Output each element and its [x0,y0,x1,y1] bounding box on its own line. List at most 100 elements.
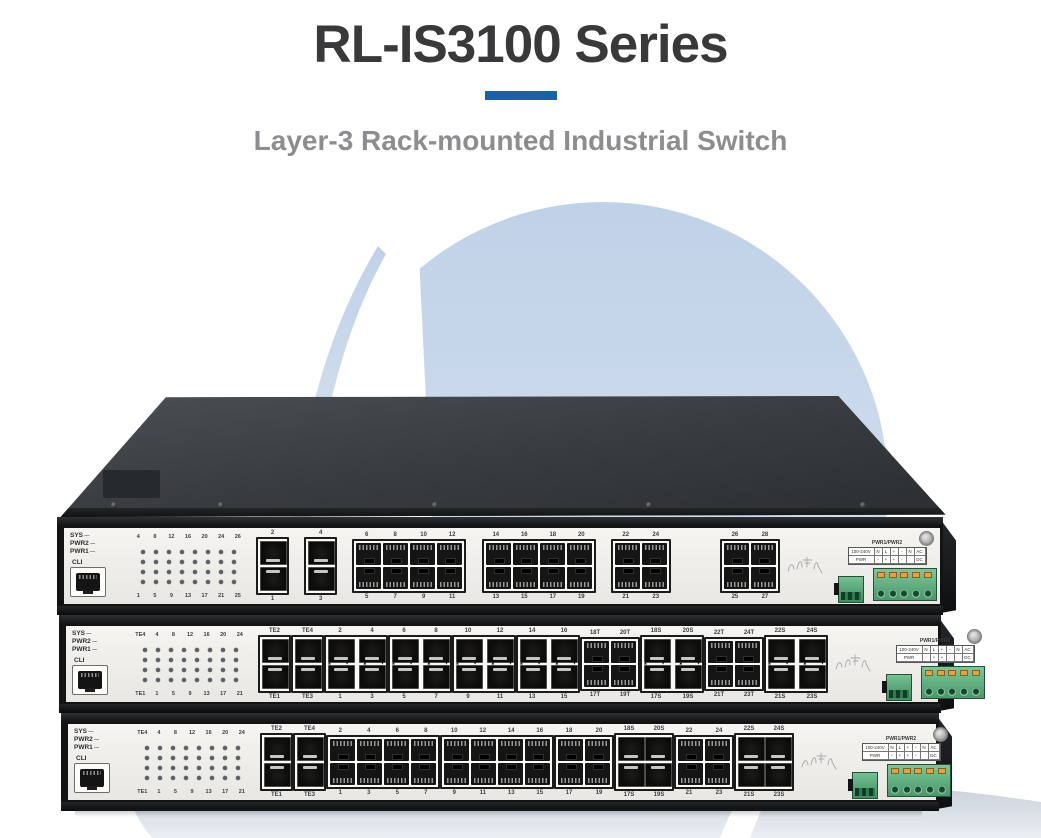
ethernet-port[interactable] [708,665,733,687]
ethernet-port[interactable] [437,567,463,589]
ethernet-port[interactable] [611,665,636,687]
sfp-port[interactable] [799,665,826,689]
sfp-port[interactable] [295,665,322,689]
ethernet-port[interactable] [585,739,610,761]
ethernet-port[interactable] [525,739,550,761]
ethernet-port[interactable] [566,567,592,589]
relay-terminal-block[interactable] [833,576,864,603]
ethernet-port[interactable] [558,763,583,785]
sfp-port[interactable] [551,639,578,663]
sfp-port[interactable] [768,665,795,689]
ethernet-port[interactable] [485,543,511,565]
relay-terminal-block[interactable] [881,674,912,701]
ethernet-port[interactable] [723,543,749,565]
ethernet-port[interactable] [512,567,538,589]
sfp-port[interactable] [392,665,419,689]
sfp-port[interactable] [738,737,765,761]
ethernet-port[interactable] [584,665,609,687]
console-port[interactable] [72,665,108,695]
ethernet-port[interactable] [708,641,733,663]
sfp-port[interactable] [295,639,322,663]
console-port[interactable] [70,567,106,597]
sfp-port[interactable] [675,665,702,689]
sfp-port[interactable] [328,639,355,663]
ethernet-port[interactable] [471,763,496,785]
ethernet-port[interactable] [735,641,760,663]
sfp-port[interactable] [487,665,514,689]
ethernet-port[interactable] [357,739,382,761]
ethernet-port[interactable] [356,567,382,589]
ethernet-port[interactable] [539,543,565,565]
relay-terminal-block[interactable] [847,772,878,799]
sfp-port[interactable] [675,639,702,663]
ethernet-port[interactable] [384,739,409,761]
sfp-port[interactable] [264,737,291,761]
ethernet-port[interactable] [411,739,436,761]
power-terminal-block[interactable] [886,764,951,797]
ethernet-port[interactable] [678,739,703,761]
ethernet-port[interactable] [585,763,610,785]
sfp-port[interactable] [456,639,483,663]
ethernet-port[interactable] [678,763,703,785]
ethernet-port[interactable] [437,543,463,565]
power-terminal-block[interactable] [872,568,937,601]
ethernet-port[interactable] [705,763,730,785]
sfp-port[interactable] [297,763,324,787]
ethernet-port[interactable] [383,543,409,565]
ethernet-port[interactable] [383,567,409,589]
ethernet-port[interactable] [611,641,636,663]
sfp-port[interactable] [799,639,826,663]
sfp-port[interactable] [308,541,336,565]
ethernet-port[interactable] [498,739,523,761]
ethernet-port[interactable] [614,567,640,589]
ethernet-port[interactable] [558,739,583,761]
ethernet-port[interactable] [750,567,776,589]
ethernet-port[interactable] [566,543,592,565]
ethernet-port[interactable] [539,567,565,589]
sfp-port[interactable] [520,639,547,663]
ethernet-port[interactable] [485,567,511,589]
sfp-port[interactable] [765,737,792,761]
ethernet-port[interactable] [356,543,382,565]
sfp-port[interactable] [262,665,289,689]
sfp-port[interactable] [487,639,514,663]
ethernet-port[interactable] [614,543,640,565]
ethernet-port[interactable] [525,763,550,785]
ethernet-port[interactable] [641,543,667,565]
sfp-port[interactable] [644,639,671,663]
sfp-port[interactable] [551,665,578,689]
ethernet-port[interactable] [444,739,469,761]
sfp-port[interactable] [260,541,287,565]
sfp-port[interactable] [328,665,355,689]
ethernet-port[interactable] [410,567,436,589]
sfp-port[interactable] [644,665,671,689]
sfp-port[interactable] [308,567,336,591]
sfp-port[interactable] [262,639,289,663]
ethernet-port[interactable] [330,763,355,785]
ethernet-port[interactable] [384,763,409,785]
ethernet-port[interactable] [410,543,436,565]
sfp-port[interactable] [359,665,386,689]
ethernet-port[interactable] [498,763,523,785]
power-terminal-block[interactable] [920,666,985,699]
sfp-port[interactable] [297,737,324,761]
sfp-port[interactable] [645,763,672,787]
sfp-port[interactable] [618,763,645,787]
sfp-port[interactable] [423,639,450,663]
ethernet-port[interactable] [357,763,382,785]
sfp-port[interactable] [618,737,645,761]
sfp-port[interactable] [264,763,291,787]
sfp-port[interactable] [645,737,672,761]
ethernet-port[interactable] [750,543,776,565]
sfp-port[interactable] [738,763,765,787]
sfp-port[interactable] [423,665,450,689]
sfp-port[interactable] [359,639,386,663]
ethernet-port[interactable] [735,665,760,687]
sfp-port[interactable] [768,639,795,663]
sfp-port[interactable] [765,763,792,787]
ethernet-port[interactable] [723,567,749,589]
sfp-port[interactable] [456,665,483,689]
ethernet-port[interactable] [444,763,469,785]
ethernet-port[interactable] [705,739,730,761]
ethernet-port[interactable] [471,739,496,761]
